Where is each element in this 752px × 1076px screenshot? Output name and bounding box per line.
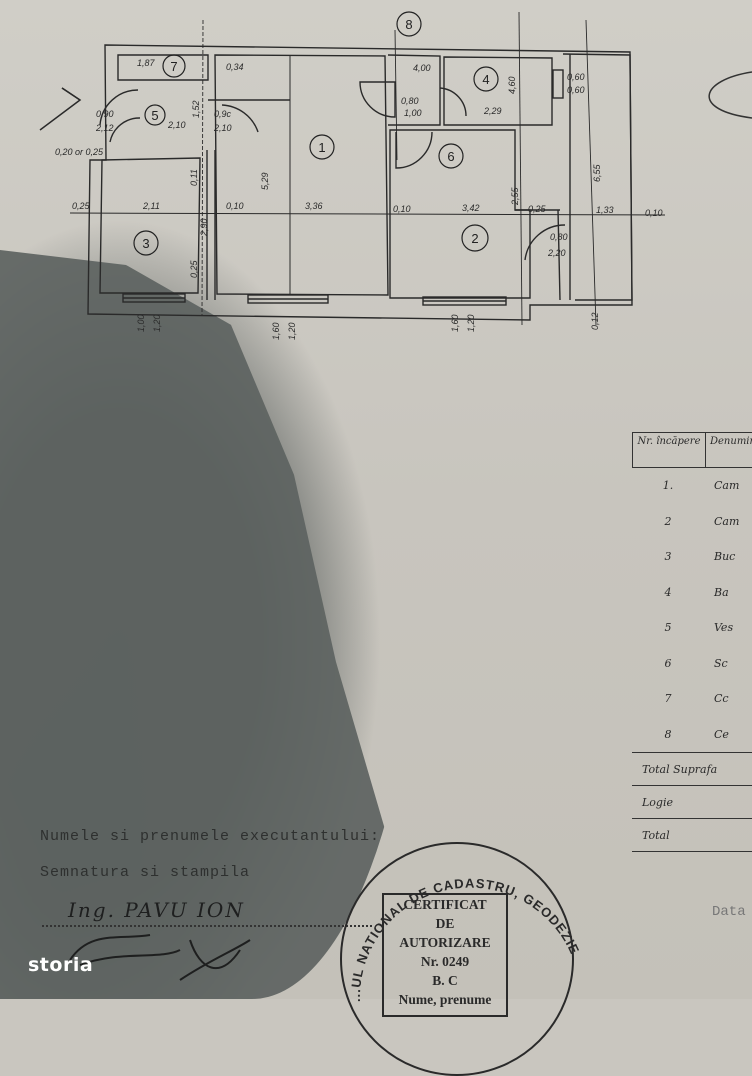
room-7-label: 7 xyxy=(170,59,177,74)
legend-row: 1. Cam xyxy=(632,468,752,504)
svg-text:1,20: 1,20 xyxy=(287,322,297,340)
svg-text:0,25: 0,25 xyxy=(528,204,547,214)
legend-row: 7 Cc xyxy=(632,681,752,717)
row-number: 5 xyxy=(664,621,672,635)
floor-plan-drawing: 7 5 1 3 8 4 6 2 1,87 0,34 0,90 2,12 2,10… xyxy=(39,11,752,340)
stamp-line: DE xyxy=(435,916,455,931)
row-number: 7 xyxy=(664,692,672,706)
svg-text:0,60: 0,60 xyxy=(567,72,585,82)
stamp-line: B. C xyxy=(432,973,458,988)
svg-text:0,10: 0,10 xyxy=(645,208,663,218)
stamp-line: CERTIFICAT xyxy=(403,897,487,912)
svg-text:0,12: 0,12 xyxy=(590,312,600,330)
total-useful-area: Total Suprafa xyxy=(632,752,752,785)
svg-text:2,90: 2,90 xyxy=(199,218,209,237)
svg-text:0,34: 0,34 xyxy=(226,62,244,72)
svg-text:1,00: 1,00 xyxy=(136,314,146,332)
legend-row: 4 Ba xyxy=(632,575,752,611)
svg-text:0,20 or 0,25: 0,20 or 0,25 xyxy=(55,147,104,157)
room-6-label: 6 xyxy=(447,149,454,164)
stamp-certificate-box: CERTIFICAT DE AUTORIZARE Nr. 0249 B. C N… xyxy=(382,893,508,1017)
room-4-label: 4 xyxy=(482,72,489,87)
room-3-label: 3 xyxy=(142,236,149,251)
row-number: 2 xyxy=(664,514,672,528)
signature-block: Numele si prenumele executantului: Semna… xyxy=(40,826,380,898)
svg-text:1,20: 1,20 xyxy=(152,314,162,332)
legend-row: 8 Ce xyxy=(632,717,752,753)
signature-scribble xyxy=(69,934,251,981)
svg-text:5,29: 5,29 xyxy=(260,172,270,190)
svg-text:0,25: 0,25 xyxy=(189,259,199,278)
svg-text:0,11: 0,11 xyxy=(189,169,199,186)
svg-text:2,11: 2,11 xyxy=(142,201,160,211)
row-name: Ce xyxy=(714,727,729,741)
row-number: 6 xyxy=(664,656,672,670)
svg-text:0,10: 0,10 xyxy=(226,201,244,211)
svg-text:1,20: 1,20 xyxy=(466,314,476,332)
storia-watermark-logo: storia xyxy=(28,954,94,976)
date-label: Data xyxy=(712,904,746,920)
legend-row: 6 Sc xyxy=(632,646,752,682)
svg-text:0,60: 0,60 xyxy=(567,85,585,95)
svg-text:1,87: 1,87 xyxy=(137,58,156,68)
room-1-label: 1 xyxy=(318,140,325,155)
svg-text:0,25: 0,25 xyxy=(72,201,91,211)
row-name: Cc xyxy=(714,692,729,706)
row-number: 1. xyxy=(662,479,674,493)
header-room-name: Denumire încăpere xyxy=(710,436,752,447)
svg-text:0,9c: 0,9c xyxy=(214,109,232,119)
svg-text:6,55: 6,55 xyxy=(592,163,602,182)
svg-text:2,55: 2,55 xyxy=(510,186,520,206)
total-area: Total xyxy=(632,818,752,852)
row-name: Cam xyxy=(714,479,740,493)
legend-row: 5 Ves xyxy=(632,610,752,646)
row-name: Cam xyxy=(714,514,740,528)
room-2-label: 2 xyxy=(471,231,478,246)
svg-text:4,00: 4,00 xyxy=(413,63,431,73)
svg-text:1,60: 1,60 xyxy=(271,322,281,340)
svg-text:3,36: 3,36 xyxy=(305,201,323,211)
legend-row: 3 Buc xyxy=(632,539,752,575)
legend-header: Nr. încăpere Denumire încăpere xyxy=(632,432,752,468)
executor-label: Numele si prenumele executantului: xyxy=(40,828,381,845)
svg-text:2,20: 2,20 xyxy=(547,248,566,258)
stamp-line: Nume, prenume xyxy=(398,992,492,1007)
handwritten-name: Ing. PAVU ION xyxy=(68,898,245,922)
svg-text:4,60: 4,60 xyxy=(507,76,517,94)
row-name: Ba xyxy=(714,585,729,599)
svg-text:0,80: 0,80 xyxy=(550,232,568,242)
row-name: Buc xyxy=(714,550,736,564)
svg-text:1,33: 1,33 xyxy=(596,205,614,215)
room-8-label: 8 xyxy=(405,17,412,32)
stamp-ring-text: ...UL NATIONAL DE CADASTRU, GEODEZIE SI … xyxy=(330,832,582,1002)
row-number: 3 xyxy=(664,550,672,564)
svg-text:1,52: 1,52 xyxy=(191,100,201,118)
stamp-line: AUTORIZARE xyxy=(399,935,491,950)
svg-text:3,42: 3,42 xyxy=(462,203,480,213)
svg-text:2,29: 2,29 xyxy=(483,106,502,116)
svg-text:2,10: 2,10 xyxy=(213,123,232,133)
signature-label: Semnatura si stampila xyxy=(40,864,251,881)
svg-text:2,10: 2,10 xyxy=(167,120,186,130)
room-5-label: 5 xyxy=(151,108,158,123)
svg-text:0,90: 0,90 xyxy=(96,109,114,119)
legend-row: 2 Cam xyxy=(632,504,752,540)
svg-text:0,80: 0,80 xyxy=(401,96,419,106)
stamp-line: Nr. 0249 xyxy=(420,954,470,969)
svg-text:1,60: 1,60 xyxy=(450,314,460,332)
svg-text:1,00: 1,00 xyxy=(404,108,422,118)
row-name: Sc xyxy=(714,656,728,670)
dotted-line xyxy=(42,925,372,927)
loggia-area: Logie xyxy=(632,785,752,818)
svg-text:2,12: 2,12 xyxy=(95,123,114,133)
row-number: 8 xyxy=(664,727,672,741)
room-legend-table: Nr. încăpere Denumire încăpere 1. Cam 2 Ca… xyxy=(632,432,752,852)
svg-text:0,10: 0,10 xyxy=(393,204,411,214)
header-room-number: Nr. încăpere xyxy=(633,433,706,467)
row-number: 4 xyxy=(664,585,672,599)
row-name: Ves xyxy=(714,621,734,635)
